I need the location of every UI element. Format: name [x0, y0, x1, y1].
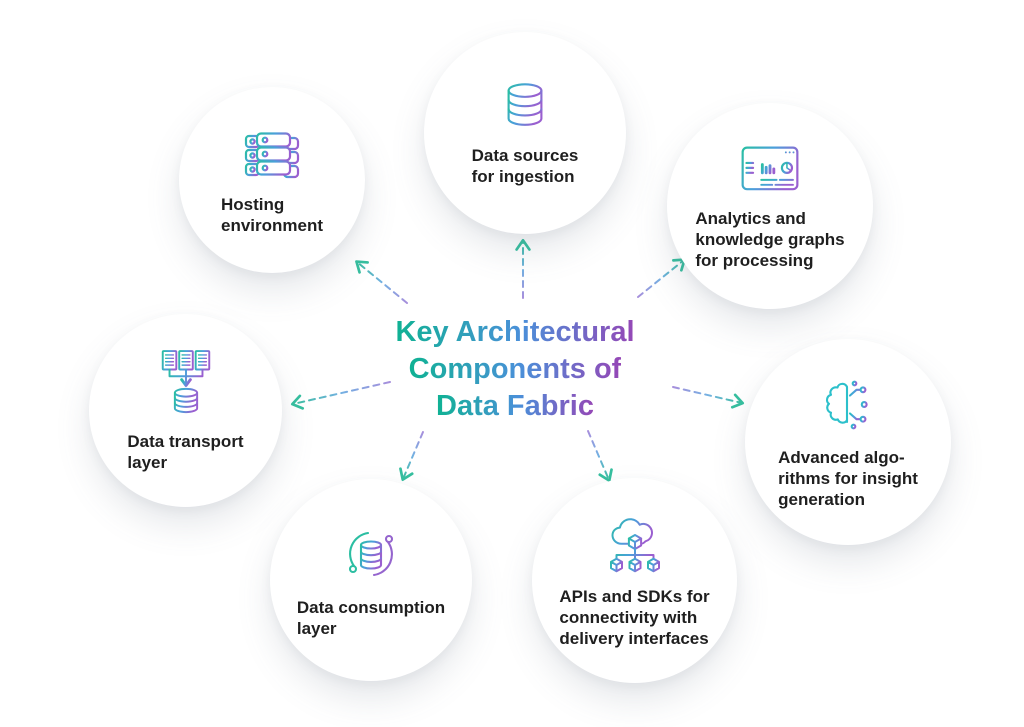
- node-data-sources: Data sources for ingestion: [424, 32, 626, 234]
- documents-to-database-icon: [155, 348, 217, 420]
- analytics-dashboard-icon: [735, 142, 805, 197]
- node-apis-sdks: APIs and SDKs for connectivity with deli…: [532, 478, 737, 683]
- node-label: Data consumption layer: [296, 597, 446, 638]
- node-analytics-processing: Analytics and knowledge graphs for proce…: [667, 103, 873, 309]
- cloud-cubes-icon: [603, 513, 667, 575]
- diagram-title: Key Architectural Components of Data Fab…: [325, 314, 705, 425]
- arrow-to-analytics: [637, 258, 686, 298]
- arrow-to-transport: [290, 381, 391, 410]
- ai-brain-icon: [816, 374, 880, 436]
- title-line-3: Data Fabric: [436, 388, 594, 425]
- node-data-transport: Data transport layer: [89, 314, 282, 507]
- arrow-to-apis: [587, 430, 613, 482]
- arrow-to-consumption: [399, 431, 424, 481]
- title-line-1: Key Architectural: [395, 314, 634, 351]
- title-line-2: Components of: [409, 351, 622, 388]
- node-label: Data sources for ingestion: [471, 145, 579, 186]
- arrow-to-algorithms: [672, 386, 745, 409]
- node-hosting-environment: Hosting environment: [179, 87, 365, 273]
- node-label: Hosting environment: [220, 194, 324, 235]
- database-icon: [494, 80, 556, 134]
- server-stack-icon: [240, 125, 304, 183]
- node-label: Analytics and knowledge graphs for proce…: [695, 208, 845, 270]
- node-advanced-algorithms: Advanced algo- rithms for insight genera…: [745, 339, 951, 545]
- database-sync-icon: [339, 522, 403, 586]
- node-label: Data transport layer: [127, 432, 244, 472]
- node-label: APIs and SDKs for connectivity with deli…: [559, 586, 710, 648]
- node-data-consumption: Data consumption layer: [270, 479, 472, 681]
- node-label: Advanced algo- rithms for insight genera…: [778, 448, 918, 509]
- arrow-to-hosting: [355, 260, 408, 304]
